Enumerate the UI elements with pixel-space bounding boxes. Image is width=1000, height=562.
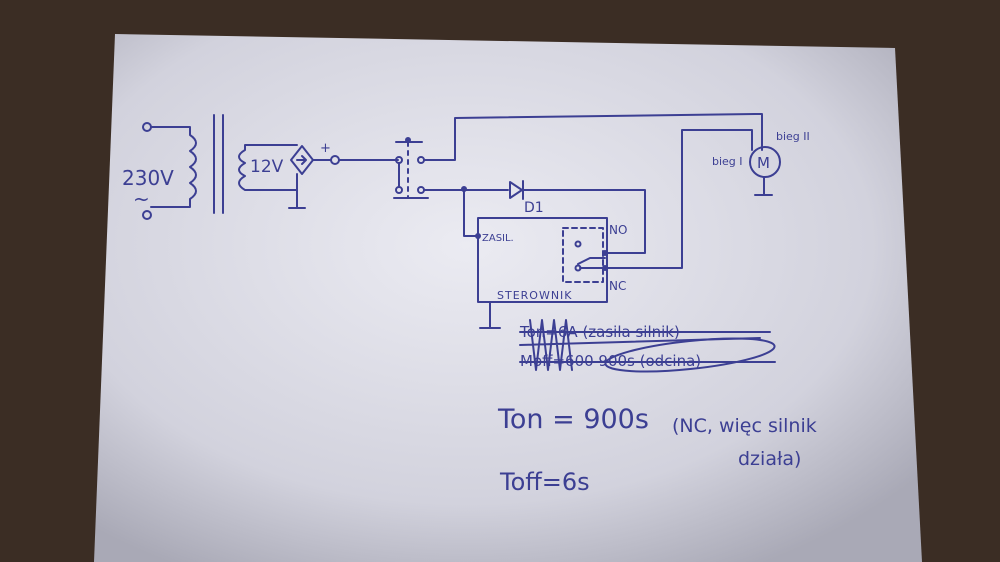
bridge-rectifier-icon [288, 145, 340, 209]
motor-icon [749, 146, 781, 196]
transformer [142, 114, 298, 220]
controller-name: STEROWNIK [497, 289, 573, 302]
secondary-voltage-label: 12V [250, 157, 284, 177]
toff-label: Toff=6s [499, 468, 590, 496]
crossed-out-notes: Ton=6A (zasila silnik) Moff=600 900s (od… [519, 319, 776, 373]
ton-comment-2: działa) [738, 448, 801, 470]
ac-symbol: ~ [133, 187, 150, 211]
wire-gear2 [423, 113, 763, 161]
plus-sign: + [320, 141, 331, 156]
wire-supply [463, 189, 479, 237]
motor-symbol: M [757, 154, 770, 172]
gear1-label: bieg I [712, 155, 743, 168]
wire-gear1 [604, 129, 753, 269]
diode-icon [509, 180, 524, 200]
controller-box [475, 217, 608, 329]
mains-voltage-label: 230V [122, 166, 174, 190]
no-label: NO [609, 223, 627, 237]
gear2-label: bieg II [776, 130, 810, 143]
paper-sheet [94, 34, 922, 562]
nc-label: NC [609, 279, 626, 293]
supply-label: ZASIL. [482, 233, 514, 244]
diode-label: D1 [524, 200, 544, 216]
ton-comment-1: (NC, więc silnik [672, 415, 817, 437]
ton-label: Ton = 900s [497, 404, 649, 435]
